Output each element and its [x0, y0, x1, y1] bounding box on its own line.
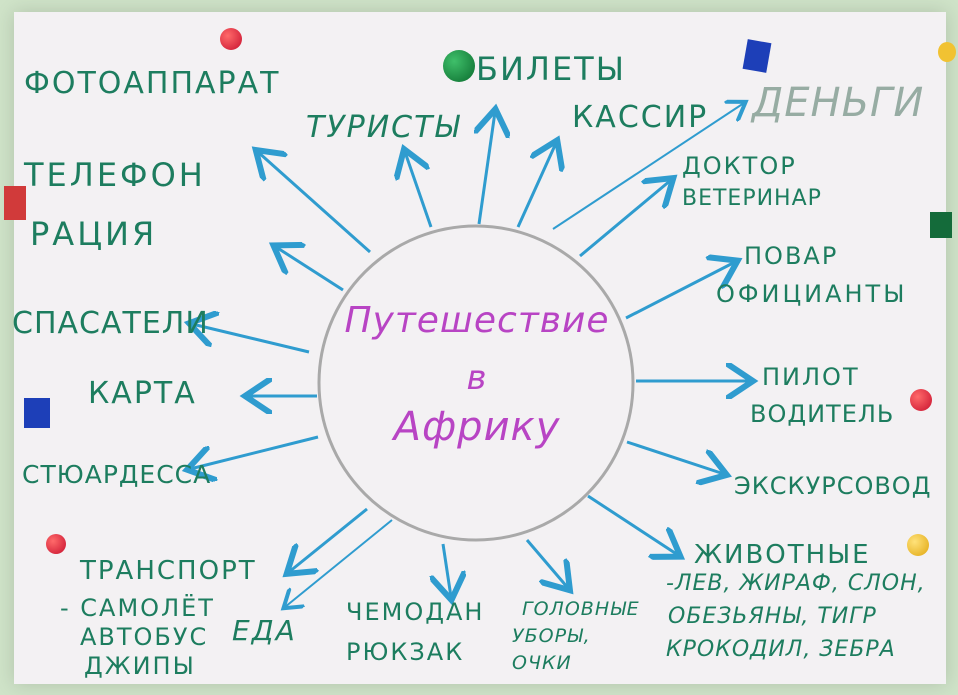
arrow-cook [625, 262, 735, 320]
center-title-line3: Африку [393, 404, 561, 450]
label-animals: ЖИВОТНЫЕ [694, 540, 871, 570]
blue-magnet-left [24, 398, 50, 428]
label-waiters: ОФИЦИАНТЫ [716, 280, 908, 308]
arrow-food [285, 519, 393, 607]
label-stewardess: СТЮАРДЕССА [22, 460, 212, 489]
label-glasses: ОЧКИ [512, 652, 572, 674]
label-phone: ТЕЛЕФОН [24, 156, 206, 194]
yellow-pin-top-right [938, 42, 956, 62]
blue-magnet-top [742, 39, 772, 73]
label-vet: ВЕТЕРИНАР [682, 186, 822, 211]
arrows [190, 103, 750, 607]
green-magnet-right [930, 212, 952, 238]
arrow-rescuers [192, 324, 310, 354]
arrow-tickets [479, 112, 495, 225]
green-pin-top [443, 50, 475, 82]
label-backpack: РЮКЗАК [346, 638, 465, 666]
label-animals-line2: -ЛЕВ, ЖИРАФ, СЛОН, [666, 571, 926, 596]
label-money: ДЕНЬГИ [752, 80, 925, 126]
label-driver: ВОДИТЕЛЬ [750, 400, 895, 428]
red-pin-top [220, 28, 242, 50]
label-pilot: ПИЛОТ [762, 363, 860, 391]
arrow-tourists [405, 152, 433, 228]
label-rescuers: СПАСАТЕЛИ [12, 306, 209, 341]
yellow-pin-bottom-right [907, 534, 929, 556]
center-title-line1: Путешествие [344, 300, 610, 341]
arrow-transport [289, 507, 368, 572]
arrow-camera [258, 152, 371, 254]
label-camera: ФОТОАППАРАТ [24, 66, 281, 101]
label-animals-line4: КРОКОДИЛ, ЗЕБРА [666, 637, 896, 662]
label-hats: УБОРЫ, [512, 625, 591, 647]
arrow-radio [276, 247, 344, 292]
label-suitcase: ЧЕМОДАН [346, 598, 485, 626]
arrow-luggage [443, 543, 451, 597]
red-magnet-left-edge [4, 186, 26, 220]
label-headwear: ГОЛОВНЫЕ [522, 598, 640, 620]
label-tourists: ТУРИСТЫ [306, 110, 461, 145]
red-pin-left [46, 534, 66, 554]
label-cook: ПОВАР [744, 242, 839, 270]
label-transport-bus: АВТОБУС [80, 623, 209, 651]
arrow-cashier [516, 143, 556, 228]
arrow-guide [626, 440, 724, 474]
label-doctor: ДОКТОР [682, 152, 797, 180]
label-transport-jeeps: ДЖИПЫ [84, 652, 196, 680]
arrow-doctor [579, 180, 671, 258]
label-transport-plane: - САМОЛЁТ [60, 594, 215, 622]
arrow-money [552, 103, 744, 230]
label-cashier: КАССИР [572, 100, 709, 135]
label-food: ЕДА [232, 614, 297, 647]
center-title-line2: в [466, 358, 488, 398]
label-map: КАРТА [88, 376, 197, 411]
center-circle [317, 224, 635, 542]
arrow-stewardess [190, 435, 319, 469]
label-tickets: БИЛЕТЫ [476, 50, 626, 88]
label-radio: РАЦИЯ [30, 215, 158, 253]
label-animals-line3: ОБЕЗЬЯНЫ, ТИГР [668, 604, 877, 629]
label-transport: ТРАНСПОРТ [80, 556, 257, 586]
red-pin-right [910, 389, 932, 411]
arrow-headwear [525, 539, 568, 588]
label-guide: ЭКСКУРСОВОД [734, 472, 932, 500]
arrow-animals [587, 494, 678, 555]
